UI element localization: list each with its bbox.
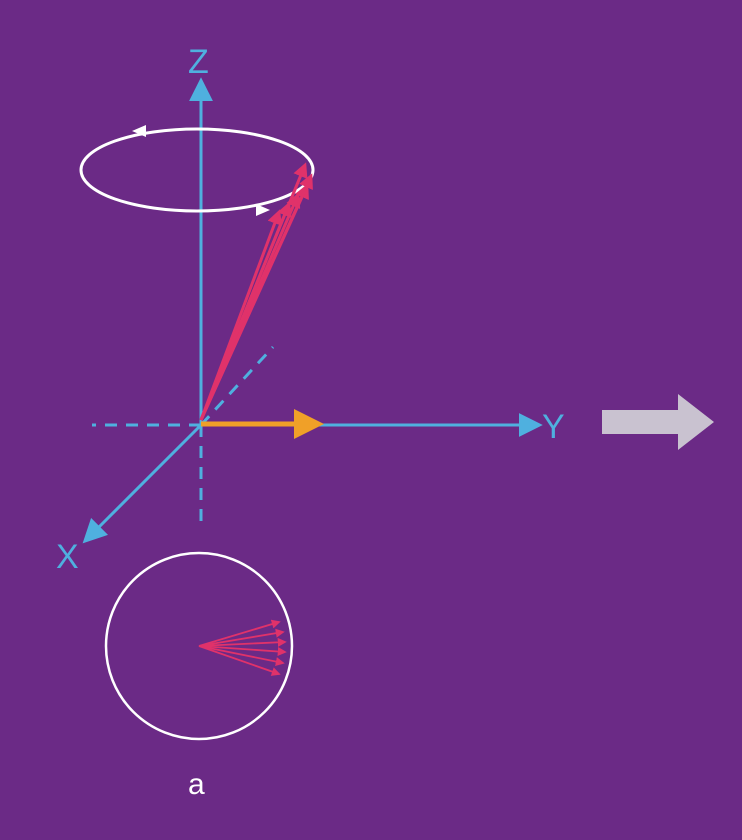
magnetization-vector-fan — [199, 162, 313, 421]
right-arrow-icon — [602, 394, 714, 450]
inset-circle — [104, 551, 294, 741]
ring-direction-arrowhead-bottom — [256, 204, 270, 216]
y-axis-label: Y — [542, 408, 565, 446]
ring-direction-arrowhead-top — [132, 125, 146, 137]
z-axis-label: Z — [188, 43, 209, 81]
negative-x-axis-dashed — [199, 345, 275, 427]
x-axis-label: X — [56, 538, 79, 576]
panel-label: a — [188, 768, 205, 801]
precession-ring — [79, 127, 315, 213]
x-axis — [82, 423, 203, 544]
inset-vector-fan — [198, 619, 287, 676]
